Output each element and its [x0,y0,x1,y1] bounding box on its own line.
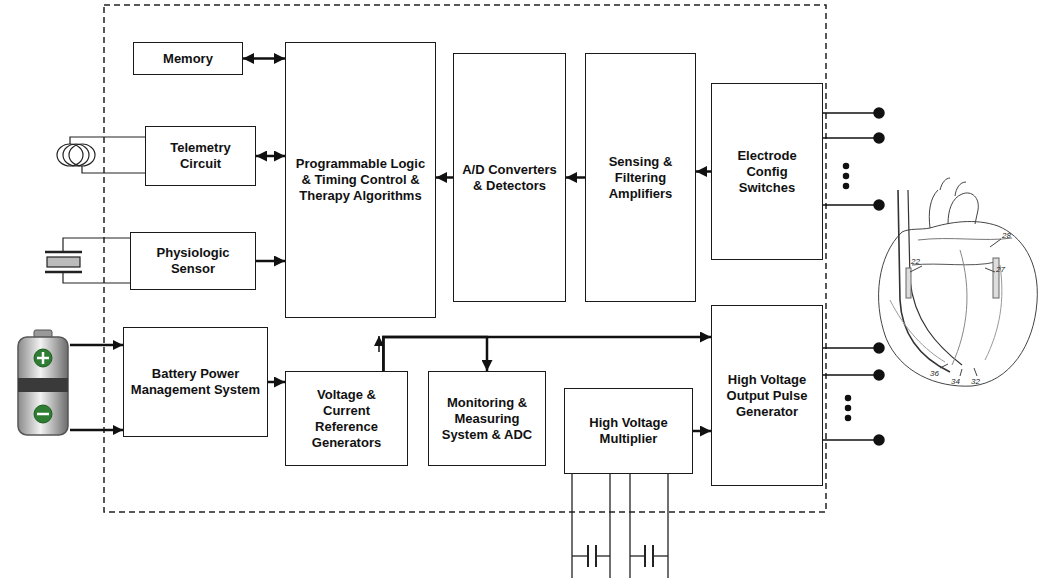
signal-connector [693,430,711,433]
box-label: High Voltage Multiplier [565,415,692,447]
process-box: Electrode Config Switches [711,83,823,260]
box-label: Battery Power Management System [124,366,267,398]
coil-antenna [57,137,145,173]
signal-connector [436,176,453,179]
callout-number: 27 [996,265,1005,274]
reference-output-stub [378,336,380,352]
box-label: Programmable Logic & Timing Control & Th… [286,156,435,204]
crystal-sensor-symbol [45,238,130,283]
box-label: Electrode Config Switches [712,148,822,196]
signal-connector [566,176,585,179]
process-box: Memory [133,42,243,75]
box-label: Telemetry Circuit [146,140,255,172]
process-box: Physiologic Sensor [130,232,256,290]
process-box: Voltage & Current Reference Generators [285,371,408,466]
process-box: High Voltage Output Pulse Generator [711,305,823,486]
process-box: High Voltage Multiplier [564,388,693,474]
box-label: Monitoring & Measuring System & ADC [429,395,545,443]
process-box: A/D Converters & Detectors [453,53,566,302]
box-label: Physiologic Sensor [131,245,255,277]
process-box: Sensing & Filtering Amplifiers [585,53,696,302]
signal-connector [696,170,711,173]
box-label: A/D Converters & Detectors [454,162,565,194]
signal-connector [256,155,285,158]
box-label: Sensing & Filtering Amplifiers [586,154,695,202]
battery-symbol [18,330,123,435]
heart-illustration [879,178,1038,386]
signal-connector [383,337,711,371]
electrode-terminals [817,108,884,445]
signal-connector [243,57,285,60]
callout-number: 22 [911,257,920,266]
process-box: Battery Power Management System [123,327,268,437]
callout-number: 32 [971,377,980,386]
box-label: Memory [157,51,219,67]
callout-number: 36 [930,369,939,378]
callout-number: 34 [951,377,960,386]
process-box: Telemetry Circuit [145,126,256,186]
box-label: Voltage & Current Reference Generators [286,387,407,451]
process-box: Monitoring & Measuring System & ADC [428,371,546,466]
process-box: Programmable Logic & Timing Control & Th… [285,42,436,318]
capacitor-symbols [572,474,668,578]
signal-connector [256,260,285,263]
device-housing [104,5,826,512]
signal-connector [268,381,285,384]
callout-number: 28 [1002,231,1011,240]
signal-connector [383,337,487,371]
box-label: High Voltage Output Pulse Generator [712,372,822,420]
